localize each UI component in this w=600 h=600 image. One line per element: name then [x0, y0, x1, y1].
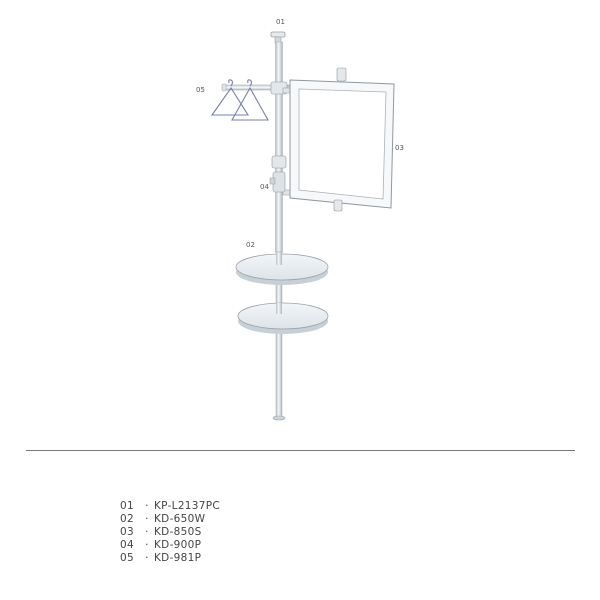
sign-frame — [289, 67, 395, 212]
legend-number: 04 — [120, 539, 134, 551]
lower-table — [237, 302, 329, 334]
legend-number: 01 — [120, 500, 134, 512]
legend-code: KD-900P — [154, 539, 202, 551]
callout-03: 03 — [395, 144, 404, 152]
legend-item: 03 · KD-850S — [120, 526, 220, 539]
legend-item: 02 · KD-650W — [120, 513, 220, 526]
parts-legend: 01 · KP-L2137PC 02 · KD-650W 03 · KD-850S 04 · K… — [120, 500, 220, 565]
legend-code: KD-850S — [154, 526, 202, 538]
legend-separator: · — [145, 539, 149, 551]
legend-number: 05 — [120, 552, 134, 564]
legend-number: 03 — [120, 526, 134, 538]
legend-separator: · — [145, 500, 149, 512]
legend-item: 04 · KD-900P — [120, 539, 220, 552]
legend-separator: · — [145, 513, 149, 525]
upper-table — [235, 253, 329, 285]
legend-code: KP-L2137PC — [154, 500, 221, 512]
main-pole — [272, 41, 286, 421]
hanger-right — [231, 79, 269, 121]
pole-joint-lower — [276, 303, 282, 314]
top-cap — [270, 31, 286, 44]
divider-line — [26, 450, 575, 451]
callout-01: 01 — [276, 18, 285, 26]
legend-code: KD-650W — [154, 513, 206, 525]
callout-05: 05 — [196, 86, 205, 94]
pole-clamp — [269, 155, 287, 193]
legend-separator: · — [145, 552, 149, 564]
legend-item: 05 · KD-981P — [120, 552, 220, 565]
legend-number: 02 — [120, 513, 134, 525]
hanger-left — [210, 79, 249, 116]
legend-item: 01 · KP-L2137PC — [120, 500, 220, 513]
pole-joint-upper — [276, 253, 282, 265]
legend-code: KD-981P — [154, 552, 202, 564]
callout-04: 04 — [260, 183, 269, 191]
callout-02: 02 — [246, 241, 255, 249]
display-stand-diagram: 01 02 03 04 05 — [196, 18, 404, 421]
legend-separator: · — [145, 526, 149, 538]
